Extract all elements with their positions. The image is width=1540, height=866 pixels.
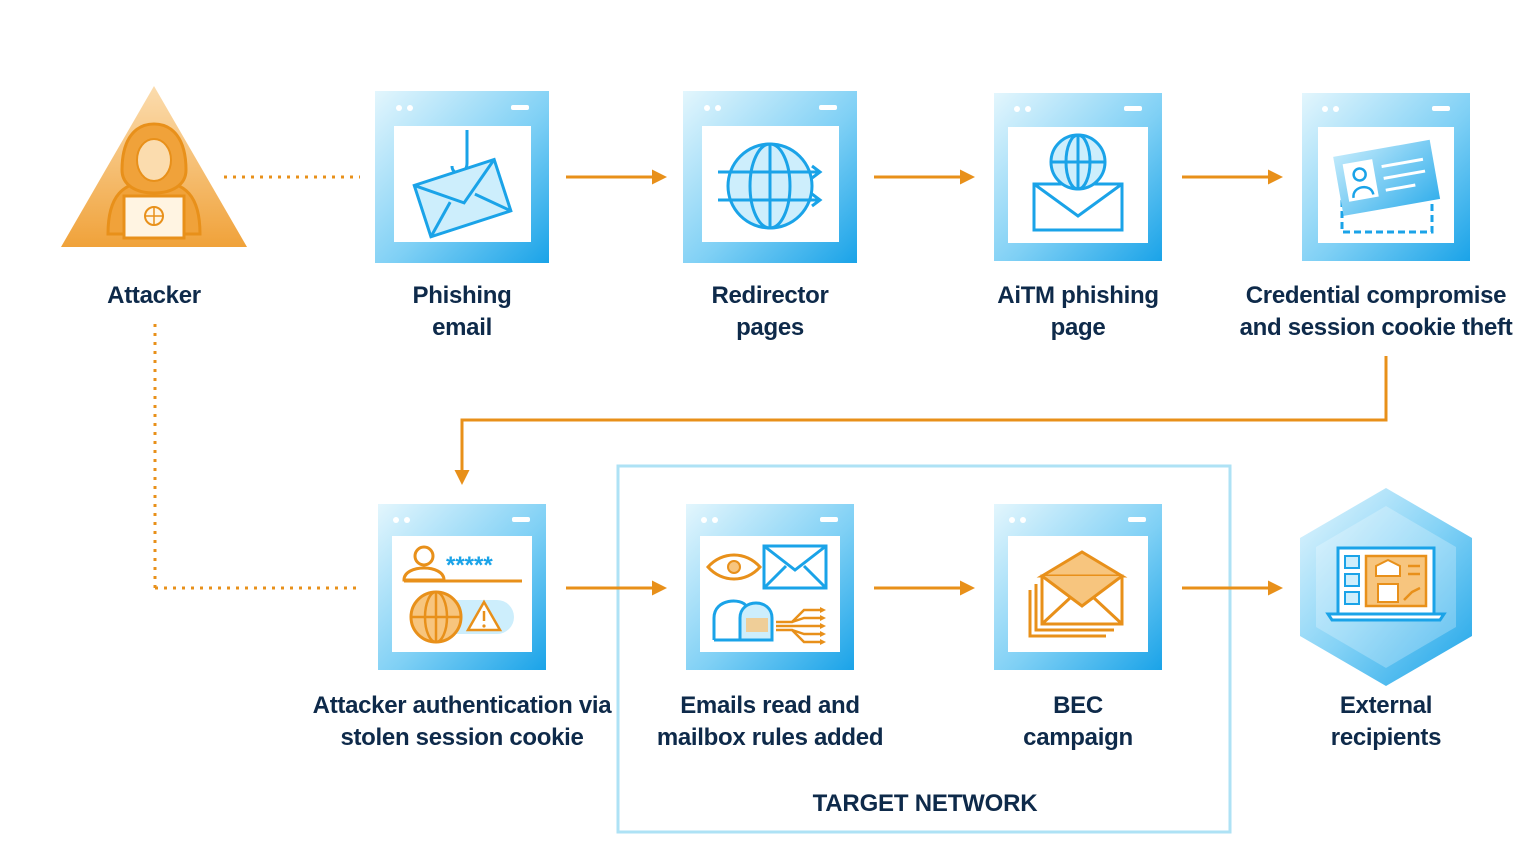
target-network-title: TARGET NETWORK	[812, 790, 1038, 817]
phishing-email-window	[375, 91, 549, 263]
phishing-email-label: Phishing email	[412, 282, 512, 341]
emails-read-window	[686, 504, 854, 670]
aitm-page-window	[994, 93, 1162, 261]
globe-envelope-icon	[1032, 133, 1124, 232]
flow-arrows	[454, 169, 1388, 596]
aitm-page-label: AiTM phishing page	[997, 282, 1159, 341]
bec-campaign-label: BEC campaign	[1023, 692, 1133, 751]
attacker-auth-window	[378, 504, 546, 670]
external-recipients-hexagon	[1300, 488, 1472, 686]
attacker-label: Attacker	[107, 282, 201, 309]
bec-campaign-window	[994, 504, 1162, 670]
hooked-envelope-icon	[412, 130, 513, 239]
eye-mailbox-icon	[706, 544, 828, 645]
credential-window	[1302, 93, 1470, 261]
target-network-frame	[616, 464, 1232, 834]
attacker-auth-label: Attacker authentication via stolen sessi…	[312, 692, 612, 751]
globe-redirect-icon	[718, 142, 823, 230]
password-login-icon	[402, 545, 522, 644]
arrow-credential-to-auth	[454, 356, 1388, 485]
stacked-envelopes-icon	[1028, 550, 1128, 638]
credential-theft-label: Credential compromise and session cookie…	[1239, 282, 1513, 341]
emails-read-label: Emails read and mailbox rules added	[656, 692, 884, 751]
id-card-icon	[1333, 139, 1441, 234]
password-mask: *****	[446, 552, 493, 579]
laptop-dashboard-icon	[1325, 546, 1447, 622]
hooded-hacker-icon	[61, 86, 247, 247]
external-recipients-label: External recipients	[1330, 692, 1442, 751]
redirector-pages-label: Redirector pages	[711, 282, 829, 341]
redirector-pages-window	[683, 91, 857, 263]
